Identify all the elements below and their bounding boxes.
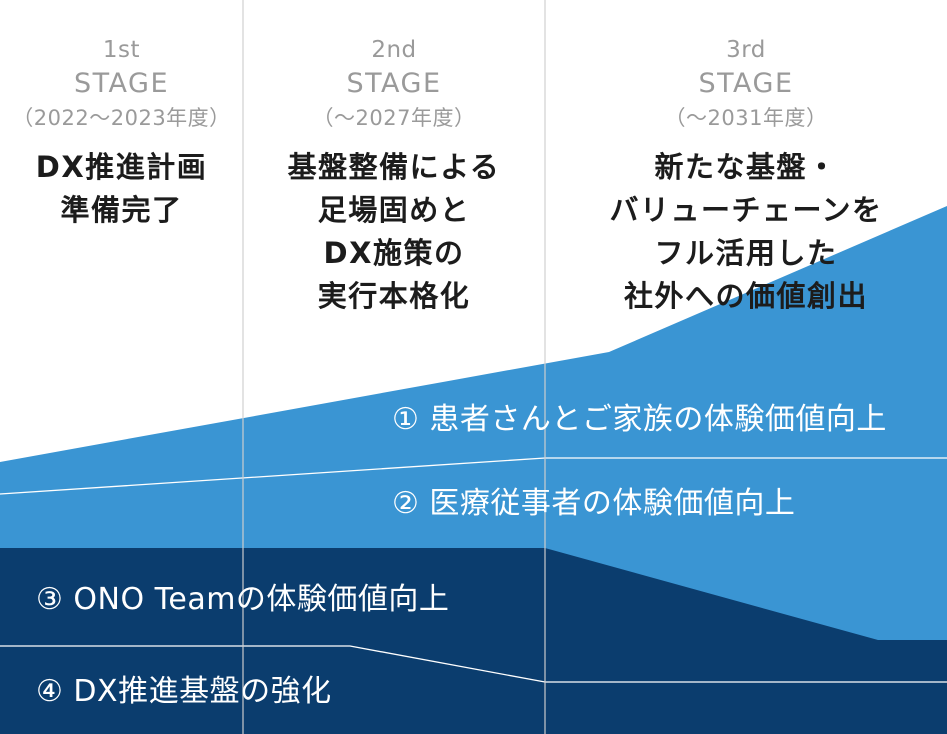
- stage-2-header: 2nd STAGE （〜2027年度）: [243, 34, 545, 135]
- stage-2-number: 2nd: [371, 37, 417, 63]
- stage-1-word: STAGE: [73, 68, 169, 99]
- stage-2-period: （〜2027年度）: [312, 106, 476, 130]
- stage-1-goal: DX推進計画 準備完了: [35, 150, 208, 227]
- stage-1-number: 1st: [102, 37, 141, 63]
- band-separator-3-4: [0, 645, 947, 683]
- stage-3-number: 3rd: [726, 37, 766, 63]
- band-3-label: ③ ONO Teamの体験価値向上: [36, 582, 450, 617]
- stage-3-word: STAGE: [698, 68, 794, 99]
- stage-3-period: （〜2031年度）: [664, 106, 828, 130]
- stage-2-word: STAGE: [346, 68, 442, 99]
- stage-2-column: 2nd STAGE （〜2027年度） 基盤整備による 足場固めと DX施策の …: [243, 34, 545, 318]
- stage-1-column: 1st STAGE （2022〜2023年度） DX推進計画 準備完了: [0, 34, 243, 232]
- stage-3-goal: 新たな基盤・ バリューチェーンを フル活用した 社外への価値創出: [609, 150, 883, 313]
- band-2-label: ② 医療従事者の体験価値向上: [392, 486, 796, 521]
- stage-1-header: 1st STAGE （2022〜2023年度）: [0, 34, 243, 135]
- band-1-label: ① 患者さんとご家族の体験価値向上: [392, 402, 887, 437]
- dark-band-area: [0, 548, 947, 734]
- stage-1-period: （2022〜2023年度）: [12, 106, 231, 130]
- stage-3-header: 3rd STAGE （〜2031年度）: [545, 34, 947, 135]
- band-4-label: ④ DX推進基盤の強化: [36, 674, 332, 709]
- stage-3-column: 3rd STAGE （〜2031年度） 新たな基盤・ バリューチェーンを フル活…: [545, 34, 947, 318]
- stage-2-goal: 基盤整備による 足場固めと DX施策の 実行本格化: [287, 150, 501, 313]
